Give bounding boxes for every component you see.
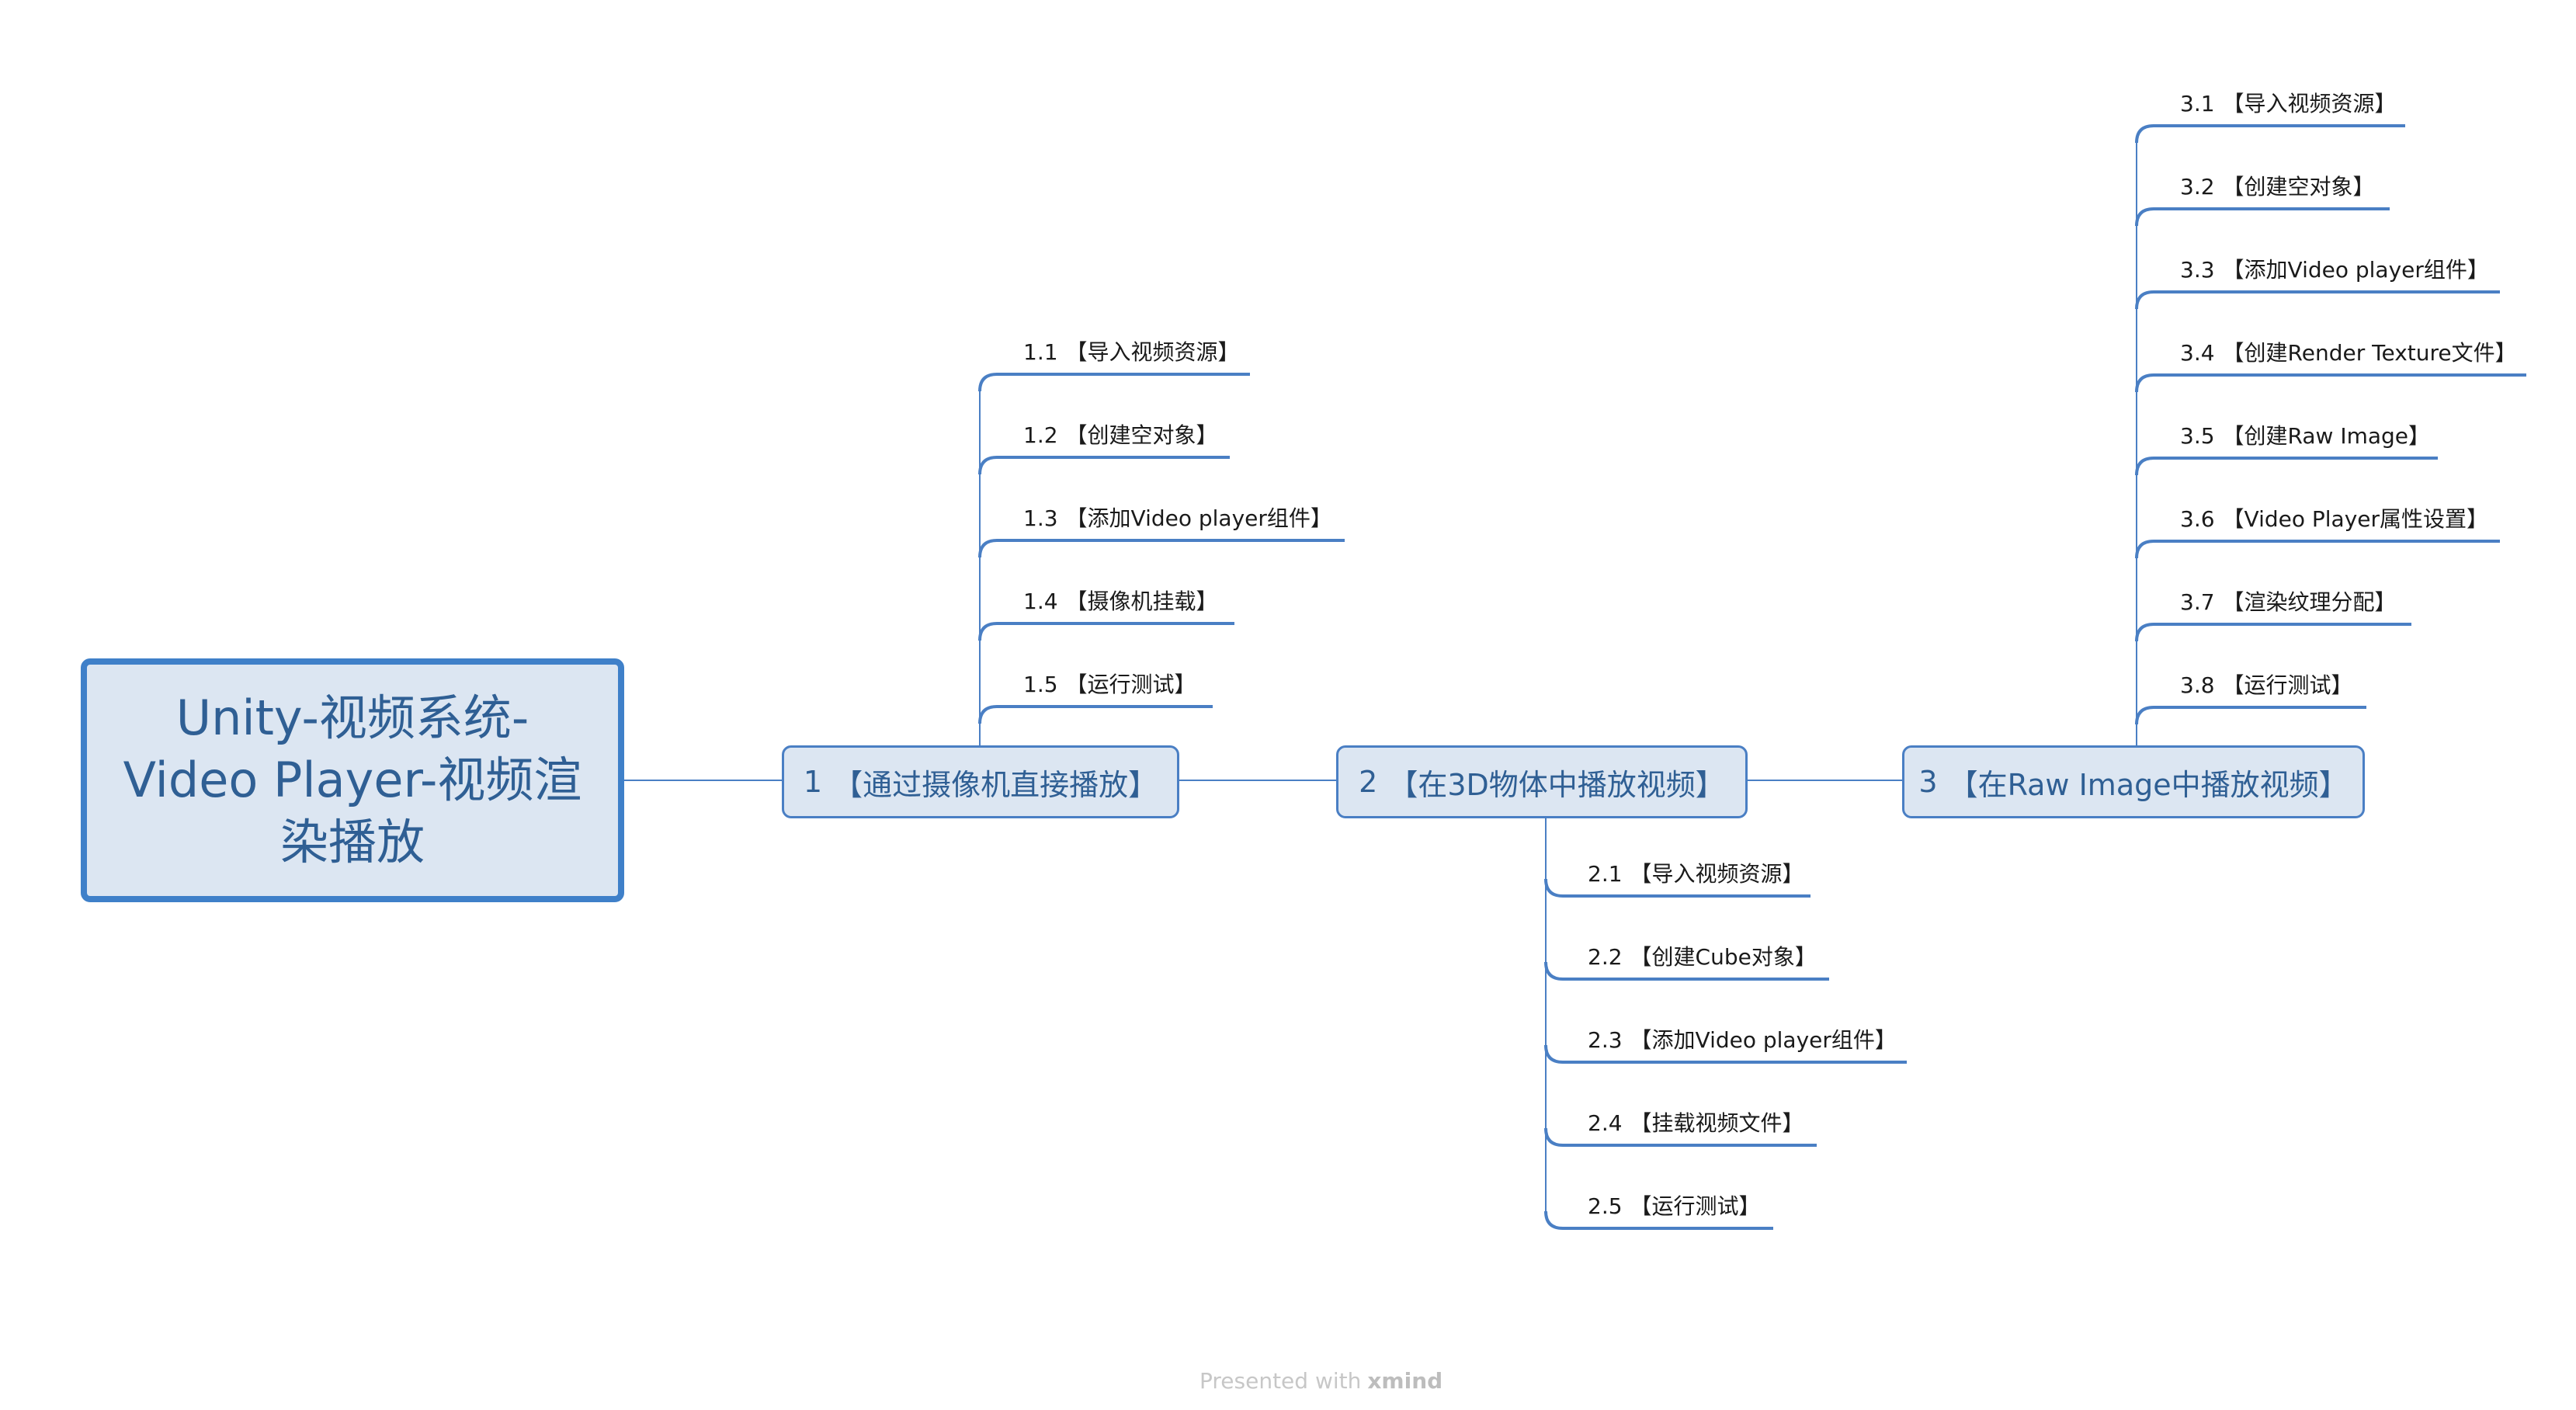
subtopic-label: 【Video Player属性设置】 <box>2222 506 2489 532</box>
watermark-prefix: Presented with <box>1199 1368 1362 1394</box>
subtopic-3-8[interactable]: 3.8 【运行测试】 <box>2180 669 2353 703</box>
subtopic-label: 【创建空对象】 <box>2222 174 2375 200</box>
subtopic-1-2[interactable]: 1.2 【创建空对象】 <box>1023 418 1218 453</box>
subtopic-2-5[interactable]: 2.5 【运行测试】 <box>1588 1189 1761 1224</box>
subtopic-label: 【添加Video player组件】 <box>1065 505 1332 531</box>
subtopic-underline-3.1 <box>2135 124 2405 144</box>
subtopic-underline-1.1 <box>978 373 1250 392</box>
subtopic-number: 1.2 <box>1023 422 1058 448</box>
main-topic-label: 【在Raw Image中播放视频】 <box>1948 767 2349 802</box>
subtopic-3-2[interactable]: 3.2 【创建空对象】 <box>2180 170 2375 204</box>
main-topic-number: 1 <box>803 765 823 799</box>
subtopic-label: 【运行测试】 <box>2222 672 2353 698</box>
subtopic-label: 【导入视频资源】 <box>1630 861 1804 887</box>
subtopic-number: 2.2 <box>1588 944 1623 970</box>
watermark-brand: xmind <box>1367 1368 1443 1394</box>
subtopic-label: 【创建Render Texture文件】 <box>2222 340 2517 366</box>
subtopic-2-1[interactable]: 2.1 【导入视频资源】 <box>1588 857 1804 891</box>
subtopic-underline-2.1 <box>1544 878 1810 898</box>
subtopic-underline-3.6 <box>2135 540 2500 559</box>
main-topic-2[interactable]: 2 【在3D物体中播放视频】 <box>1336 745 1748 818</box>
subtopic-label: 【创建Raw Image】 <box>2222 423 2431 449</box>
main-topic-3[interactable]: 3 【在Raw Image中播放视频】 <box>1902 745 2365 818</box>
subtopic-3-5[interactable]: 3.5 【创建Raw Image】 <box>2180 419 2430 453</box>
subtopic-number: 1.3 <box>1023 505 1058 531</box>
subtopic-underline-2.5 <box>1544 1210 1773 1230</box>
subtopic-number: 2.1 <box>1588 861 1623 887</box>
main-topic-1[interactable]: 1 【通过摄像机直接播放】 <box>782 745 1179 818</box>
subtopic-number: 2.4 <box>1588 1110 1623 1136</box>
subtopic-label: 【运行测试】 <box>1065 672 1196 697</box>
subtopic-label: 【添加Video player组件】 <box>1630 1027 1897 1053</box>
subtopic-number: 2.3 <box>1588 1027 1623 1053</box>
subtopic-1-5[interactable]: 1.5 【运行测试】 <box>1023 668 1196 702</box>
main-topic-label: 【通过摄像机直接播放】 <box>833 767 1158 802</box>
subtopic-underline-3.4 <box>2135 373 2526 393</box>
subtopic-label: 【导入视频资源】 <box>1065 339 1240 365</box>
root-topic-title: Unity-视频系统-Video Player-视频渲染播放 <box>123 689 582 870</box>
subtopic-underline-2.3 <box>1544 1044 1907 1064</box>
subtopic-underline-2.2 <box>1544 961 1829 981</box>
main-topic-number: 3 <box>1918 765 1938 799</box>
subtopic-number: 3.5 <box>2180 423 2215 449</box>
subtopic-label: 【添加Video player组件】 <box>2222 257 2489 283</box>
subtopic-number: 3.8 <box>2180 672 2215 698</box>
subtopic-number: 3.2 <box>2180 174 2215 200</box>
subtopic-1-1[interactable]: 1.1 【导入视频资源】 <box>1023 335 1240 370</box>
subtopic-number: 3.6 <box>2180 506 2215 532</box>
subtopic-1-4[interactable]: 1.4 【摄像机挂载】 <box>1023 585 1218 619</box>
subtopic-3-1[interactable]: 3.1 【导入视频资源】 <box>2180 87 2397 121</box>
subtopic-2-4[interactable]: 2.4 【挂载视频文件】 <box>1588 1106 1804 1141</box>
subtopic-underline-3.8 <box>2135 706 2366 725</box>
subtopic-label: 【挂载视频文件】 <box>1630 1110 1804 1136</box>
subtopic-underline-1.5 <box>978 705 1213 724</box>
subtopic-number: 3.4 <box>2180 340 2215 366</box>
subtopic-label: 【导入视频资源】 <box>2222 91 2397 116</box>
subtopic-underline-1.2 <box>978 456 1230 475</box>
subtopic-label: 【摄像机挂载】 <box>1065 589 1218 614</box>
subtopic-2-3[interactable]: 2.3 【添加Video player组件】 <box>1588 1023 1897 1058</box>
subtopic-1-3[interactable]: 1.3 【添加Video player组件】 <box>1023 502 1332 536</box>
subtopic-underline-3.2 <box>2135 207 2390 227</box>
subtopic-number: 1.1 <box>1023 339 1058 365</box>
subtopic-underline-3.3 <box>2135 290 2500 310</box>
subtopic-underline-1.4 <box>978 622 1234 641</box>
subtopic-number: 1.4 <box>1023 589 1058 614</box>
subtopic-underline-3.5 <box>2135 457 2438 476</box>
subtopic-label: 【渲染纹理分配】 <box>2222 589 2397 615</box>
subtopic-number: 2.5 <box>1588 1193 1623 1219</box>
subtopic-underline-3.7 <box>2135 623 2411 642</box>
subtopic-label: 【创建空对象】 <box>1065 422 1218 448</box>
subtopic-number: 3.1 <box>2180 91 2215 116</box>
main-topic-label: 【在3D物体中播放视频】 <box>1388 767 1725 802</box>
subtopic-label: 【创建Cube对象】 <box>1630 944 1817 970</box>
subtopic-underline-2.4 <box>1544 1127 1817 1147</box>
subtopic-number: 3.7 <box>2180 589 2215 615</box>
main-topic-number: 2 <box>1359 765 1378 799</box>
subtopic-underline-1.3 <box>978 539 1345 558</box>
subtopic-3-7[interactable]: 3.7 【渲染纹理分配】 <box>2180 585 2397 620</box>
subtopic-2-2[interactable]: 2.2 【创建Cube对象】 <box>1588 940 1817 974</box>
subtopic-number: 1.5 <box>1023 672 1058 697</box>
subtopic-3-4[interactable]: 3.4 【创建Render Texture文件】 <box>2180 336 2517 370</box>
subtopic-number: 3.3 <box>2180 257 2215 283</box>
subtopic-3-3[interactable]: 3.3 【添加Video player组件】 <box>2180 253 2489 287</box>
subtopic-label: 【运行测试】 <box>1630 1193 1761 1219</box>
root-topic[interactable]: Unity-视频系统-Video Player-视频渲染播放 <box>81 658 624 902</box>
subtopic-3-6[interactable]: 3.6 【Video Player属性设置】 <box>2180 502 2488 537</box>
